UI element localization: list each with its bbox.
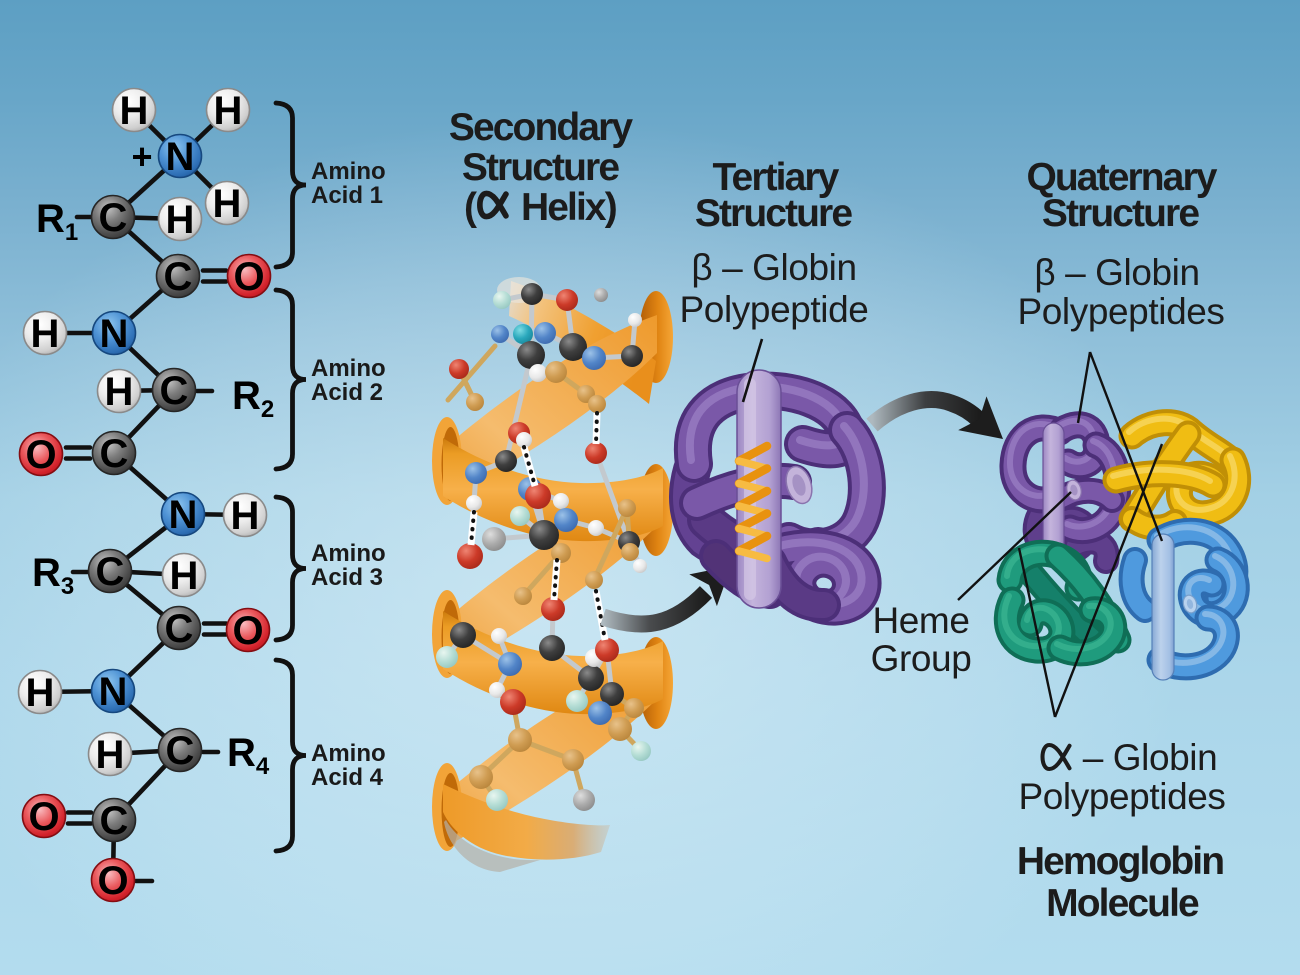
svg-text:C: C xyxy=(165,607,194,651)
svg-text:Structure: Structure xyxy=(695,192,852,235)
svg-text:Polypeptides: Polypeptides xyxy=(1017,291,1224,332)
svg-text:O: O xyxy=(25,433,56,477)
svg-text:N: N xyxy=(100,312,129,356)
svg-text:O: O xyxy=(97,859,128,903)
svg-text:– Globin: – Globin xyxy=(1083,737,1218,778)
svg-text:O: O xyxy=(28,795,59,839)
svg-text:Heme: Heme xyxy=(872,600,969,641)
svg-text:Acid 2: Acid 2 xyxy=(311,379,383,406)
svg-text:H: H xyxy=(166,198,195,242)
svg-text:H: H xyxy=(213,182,242,226)
svg-text:Helix): Helix) xyxy=(521,186,617,229)
svg-text:Tertiary: Tertiary xyxy=(713,156,840,199)
svg-text:C: C xyxy=(160,369,189,413)
svg-text:(: ( xyxy=(464,186,477,229)
svg-text:H: H xyxy=(26,671,55,715)
svg-text:Polypeptide: Polypeptide xyxy=(680,289,869,330)
svg-text:R3: R3 xyxy=(32,551,74,600)
svg-text:β – Globin: β – Globin xyxy=(1034,252,1199,293)
svg-text:Quaternary: Quaternary xyxy=(1026,156,1217,199)
svg-text:H: H xyxy=(31,312,60,356)
svg-text:Group: Group xyxy=(871,638,972,679)
svg-text:Acid 4: Acid 4 xyxy=(311,764,384,791)
svg-text:O: O xyxy=(232,609,263,653)
svg-text:β – Globin: β – Globin xyxy=(691,247,856,288)
svg-text:Amino: Amino xyxy=(311,540,386,567)
svg-text:Amino: Amino xyxy=(311,355,386,382)
svg-text:Amino: Amino xyxy=(311,158,386,185)
svg-text:H: H xyxy=(105,370,134,414)
svg-text:N: N xyxy=(169,493,198,537)
svg-text:C: C xyxy=(100,799,129,843)
svg-text:C: C xyxy=(96,550,125,594)
svg-text:Secondary: Secondary xyxy=(449,106,634,149)
svg-text:H: H xyxy=(96,733,125,777)
svg-text:R4: R4 xyxy=(227,731,270,780)
svg-text:C: C xyxy=(164,255,193,299)
svg-text:N: N xyxy=(166,135,195,179)
svg-text:O: O xyxy=(233,255,264,299)
svg-text:H: H xyxy=(214,89,243,133)
svg-text:Hemoglobin: Hemoglobin xyxy=(1017,840,1223,883)
svg-text:N: N xyxy=(99,670,128,714)
svg-text:Structure: Structure xyxy=(1042,192,1199,235)
svg-text:C: C xyxy=(100,432,129,476)
svg-text:C: C xyxy=(166,729,195,773)
svg-text:H: H xyxy=(120,89,149,133)
svg-text:Polypeptides: Polypeptides xyxy=(1018,776,1225,817)
svg-text:Acid 3: Acid 3 xyxy=(311,564,383,591)
svg-text:Amino: Amino xyxy=(311,740,386,767)
svg-text:+: + xyxy=(131,136,152,177)
svg-text:C: C xyxy=(99,196,128,240)
svg-text:Molecule: Molecule xyxy=(1046,882,1199,925)
svg-text:Structure: Structure xyxy=(462,146,619,189)
svg-text:Acid 1: Acid 1 xyxy=(311,182,383,209)
svg-text:H: H xyxy=(231,494,260,538)
svg-text:H: H xyxy=(170,554,199,598)
